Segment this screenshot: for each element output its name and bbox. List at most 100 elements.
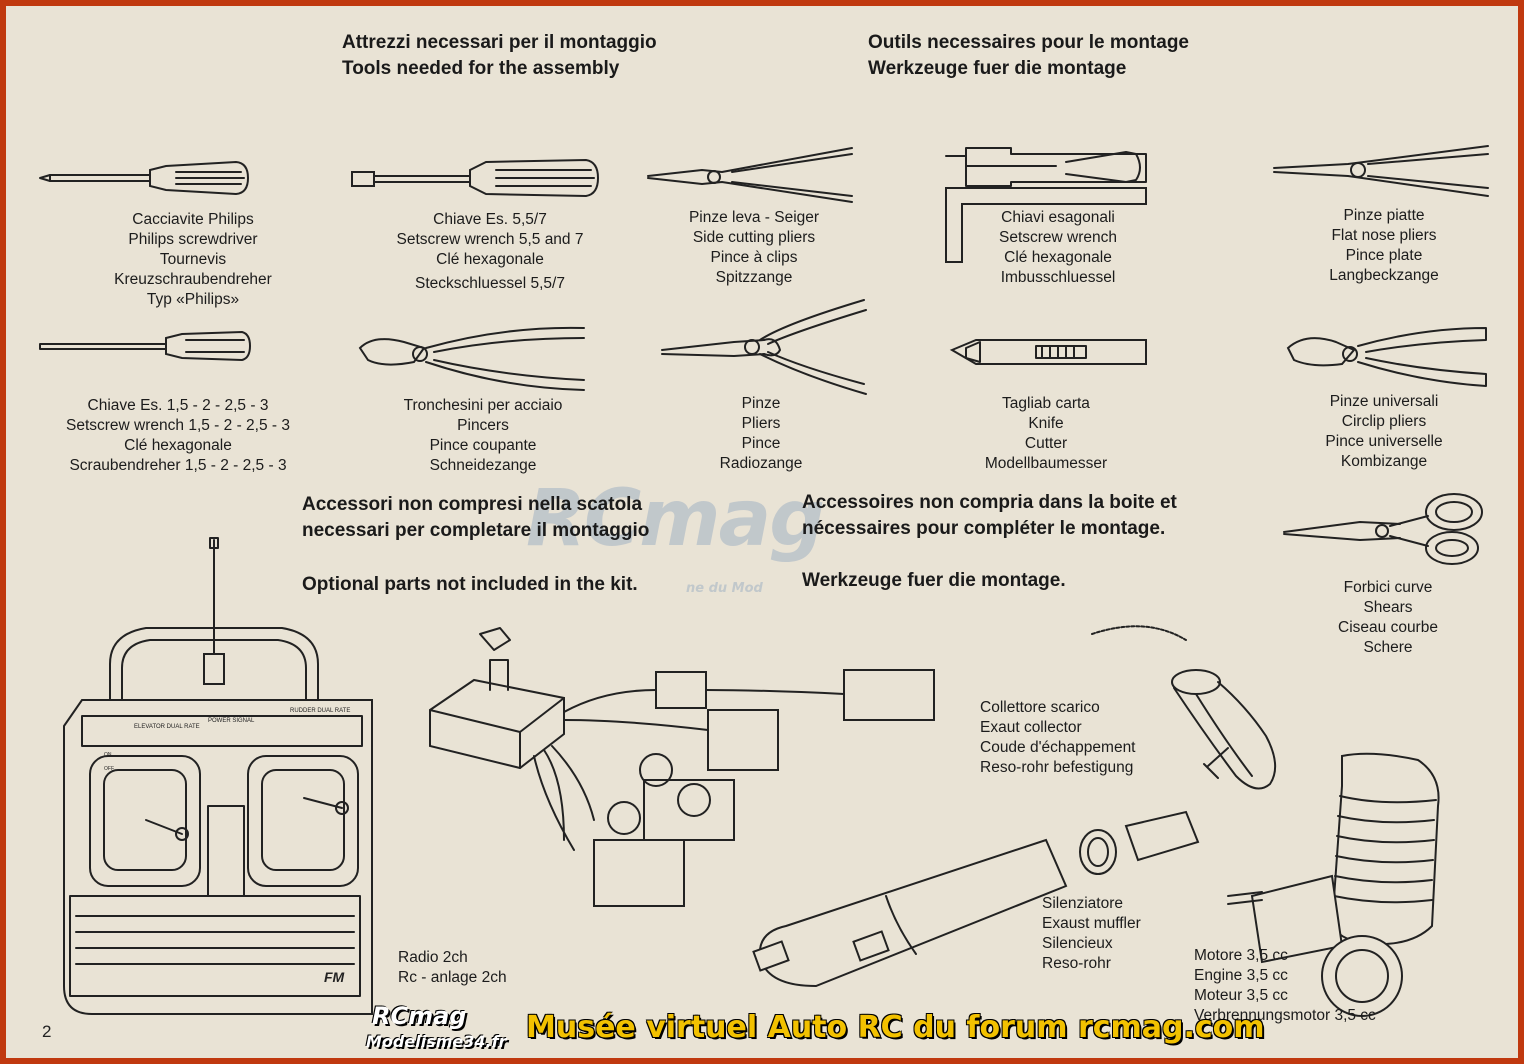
label-line: Tagliab carta [1002,395,1090,412]
label-line: Tronchesini per acciaio [403,397,563,414]
label-line: Pinze piatte [1343,207,1425,224]
hex-keys-label: Chiavi esagonali Setscrew wrench Clé hex… [956,208,1160,288]
label-line: Philips screwdriver [128,231,258,248]
label-line: Rc - anlage 2ch [398,969,507,986]
watermark-logo: RCmag [526,474,825,564]
circlip-label: Pinze universali Circlip pliers Pince un… [1296,392,1472,472]
footer-logo-top: RCmag [372,1002,467,1030]
philips-screwdriver-label: Cacciavite Philips Philips screwdriver T… [78,210,308,310]
page-number: 2 [42,1022,52,1041]
label-line: Spitzzange [715,269,793,286]
pincers-label: Tronchesini per acciaio Pincers Pince co… [380,396,586,476]
label-line: Knife [1028,415,1064,432]
label-line: Scraubendreher 1,5 - 2 - 2,5 - 3 [69,457,287,474]
label-line: Forbici curve [1343,579,1433,596]
label-line: Collettore scarico [980,699,1100,716]
label-line: Pince plate [1345,247,1423,264]
philips-screwdriver-drawing [39,160,250,196]
muffler-label: Silenziatore Exaust muffler Silencieux R… [1042,894,1192,974]
label-line: Kreuzschraubendreher [114,271,272,288]
label-line: Coude d'échappement [980,739,1136,756]
hex-keys-drawing [945,147,1147,263]
label-line: Pincers [457,417,509,434]
label-line: Reso-rohr befestigung [980,759,1134,776]
heading-accessories-en: Optional parts not included in the kit. [302,574,638,595]
muffler-drawing [752,810,1200,988]
label-line: Langbeckzange [1329,267,1439,284]
footer-logo-bottom: Modelisme34.fr [366,1032,507,1051]
label-line: Radiozange [719,455,803,472]
label-line: Setscrew wrench 1,5 - 2 - 2,5 - 3 [66,417,290,434]
flat-pliers-label: Pinze piatte Flat nose pliers Pince plat… [1284,206,1484,286]
circlip-pliers-drawing [1286,327,1487,387]
engine-drawing [1227,752,1440,1017]
label-line: Exaust muffler [1042,915,1141,932]
label-line: Imbusschluessel [1000,269,1116,286]
heading-line: Accessoires non compria dans la boite et [802,492,1177,513]
small-wrench-drawing [39,330,252,362]
label-line: Side cutting pliers [692,229,816,246]
label-line: Radio 2ch [398,949,468,966]
label-line: Clé hexagonale [436,251,544,268]
heading-tools-it-en: Attrezzi necessari per il montaggio Tool… [342,30,657,82]
elevator-dual-rate-text: ELEVATOR DUAL RATE [134,724,200,730]
label-line: Circlip pliers [1341,413,1427,430]
label-line: Kombizange [1340,453,1428,470]
receiver-servos-drawing [429,627,935,907]
shears-drawing [1283,493,1483,565]
label-line: Moteur 3,5 cc [1194,987,1288,1004]
label-line: Steckschluessel 5,5/7 [415,275,565,292]
label-line: Pince [741,435,781,452]
heading-line: Accessori non compresi nella scatola [302,494,643,515]
label-line: Pinze leva - Seiger [688,209,820,226]
knife-label: Tagliab carta Knife Cutter Modellbaumess… [966,394,1126,474]
label-line: Pinze [741,395,781,412]
setscrew-wrench-label: Chiave Es. 5,5/7 Setscrew wrench 5,5 and… [370,210,610,294]
flat-nose-pliers-drawing [1273,145,1489,197]
collector-label: Collettore scarico Exaut collector Coude… [980,698,1160,778]
label-line: Schere [1363,639,1413,656]
radio-label: Radio 2ch Rc - anlage 2ch [398,948,518,988]
tx-on-text: ON [104,752,112,758]
label-line: Setscrew wrench 5,5 and 7 [396,231,584,248]
motor-label: Motore 3,5 cc Engine 3,5 cc Moteur 3,5 c… [1194,946,1376,1026]
label-line: Pince universelle [1325,433,1443,450]
label-line: Setscrew wrench [998,229,1117,246]
power-signal-text: POWER SIGNAL [208,718,255,724]
setscrew-wrench-drawing [351,158,600,198]
pliers-label: Pinze Pliers Pince Radiozange [696,394,826,474]
watermark-tagline: ne du Mod [686,581,763,596]
side-pliers-label: Pinze leva - Seiger Side cutting pliers … [642,208,866,288]
label-line: Clé hexagonale [1004,249,1112,266]
label-line: Pliers [741,415,781,432]
label-line: Silenziatore [1042,895,1123,912]
footer-banner-text: Musée virtuel Auto RC du forum rcmag.com [526,1010,1265,1045]
label-line: Modellbaumesser [984,455,1108,472]
label-line: Typ «Philips» [146,291,240,308]
heading-line: Outils necessaires pour le montage [868,32,1189,53]
heading-line: Tools needed for the assembly [342,58,620,79]
heading-accessories-fr: Accessoires non compria dans la boite et… [802,490,1177,542]
fm-text: FM [324,969,345,985]
small-wrench-label: Chiave Es. 1,5 - 2 - 2,5 - 3 Setscrew wr… [48,396,308,476]
heading-line: necessari per completare il montaggio [302,520,650,541]
label-line: Flat nose pliers [1331,227,1437,244]
label-line: Pinze universali [1329,393,1439,410]
label-line: Exaut collector [980,719,1082,736]
label-line: Chiavi esagonali [1001,209,1115,226]
label-line: Chiave Es. 1,5 - 2 - 2,5 - 3 [87,397,269,414]
label-line: Engine 3,5 cc [1194,967,1288,984]
side-cutting-pliers-drawing [647,147,853,203]
heading-tools-fr-de: Outils necessaires pour le montage Werkz… [868,30,1189,82]
label-line: Pince coupante [429,437,537,454]
label-line: Cacciavite Philips [132,211,254,228]
label-line: Ciseau courbe [1338,619,1438,636]
heading-line: Werkzeuge fuer die montage [868,58,1127,79]
label-line: Verbrennungsmotor 3,5 cc [1194,1007,1376,1024]
heading-accessories-de: Werkzeuge fuer die montage. [802,570,1066,591]
label-line: Reso-rohr [1042,955,1111,972]
transmitter-drawing: ELEVATOR DUAL RATE POWER SIGNAL RUDDER D… [63,537,373,1015]
rudder-dual-rate-text: RUDDER DUAL RATE [290,708,350,714]
label-line: Shears [1363,599,1413,616]
label-line: Silencieux [1042,935,1113,952]
